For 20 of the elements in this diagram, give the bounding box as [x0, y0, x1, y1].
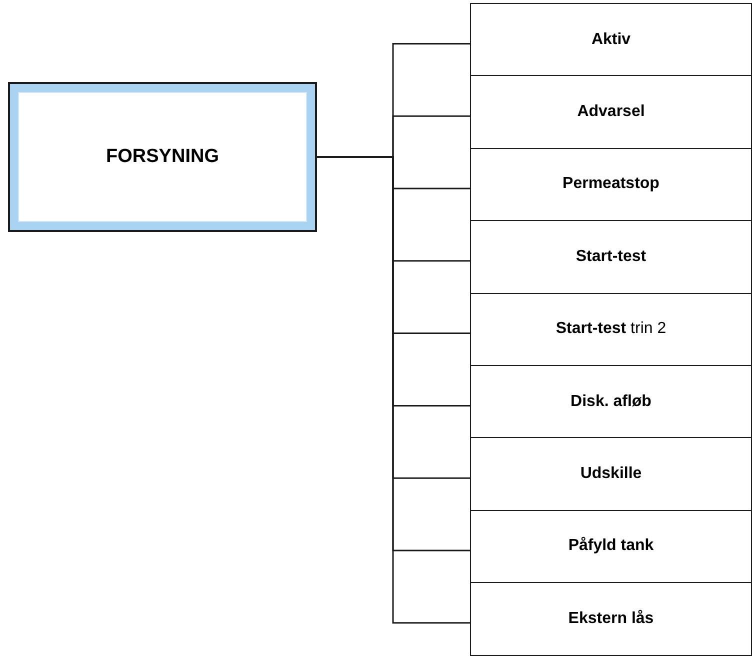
- box-label: Udskille: [580, 465, 642, 484]
- menu-box: [470, 437, 752, 511]
- box-label: Permeatstop: [562, 175, 660, 194]
- menu-box: [470, 148, 752, 222]
- main-box: [8, 82, 317, 232]
- box-label: Advarsel: [577, 103, 645, 122]
- menu-box: [470, 365, 752, 438]
- box-label: Start-test trin 2: [556, 320, 666, 338]
- menu-box: [470, 292, 752, 366]
- box-label: Start-test: [576, 248, 646, 266]
- menu-box: [470, 582, 752, 656]
- menu-box: [470, 510, 752, 584]
- menu-box: [470, 3, 752, 76]
- menu-box: [470, 220, 752, 294]
- menu-box: [470, 75, 752, 149]
- box-label: Ekstern lås: [568, 610, 654, 628]
- box-label: Aktiv: [591, 30, 631, 49]
- box-label: Disk. afløb: [570, 392, 652, 411]
- box-label: FORSYNING: [106, 146, 219, 168]
- box-label: Påfyld tank: [568, 537, 654, 556]
